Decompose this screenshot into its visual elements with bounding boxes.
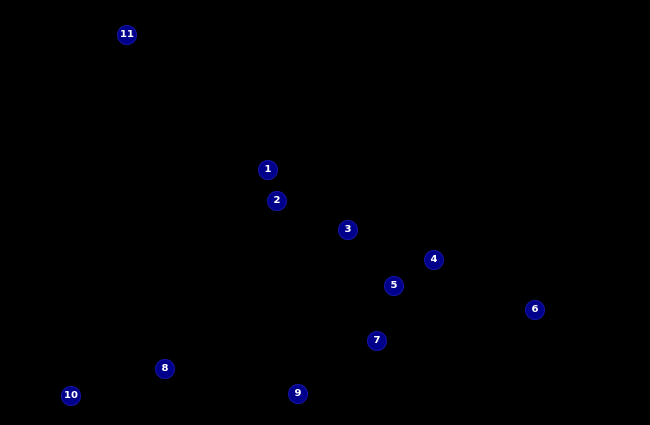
- graph-node-10[interactable]: 10: [61, 386, 81, 406]
- graph-node-11[interactable]: 11: [117, 25, 137, 45]
- graph-node-label: 2: [273, 195, 281, 206]
- graph-node-8[interactable]: 8: [155, 359, 175, 379]
- graph-node-label: 9: [294, 388, 302, 399]
- graph-node-7[interactable]: 7: [367, 331, 387, 351]
- graph-node-label: 3: [344, 224, 352, 235]
- graph-node-label: 10: [64, 390, 78, 401]
- graph-node-label: 8: [161, 363, 169, 374]
- graph-node-label: 5: [390, 280, 398, 291]
- graph-node-2[interactable]: 2: [267, 191, 287, 211]
- graph-node-9[interactable]: 9: [288, 384, 308, 404]
- graph-node-3[interactable]: 3: [338, 220, 358, 240]
- graph-node-label: 1: [264, 164, 272, 175]
- graph-node-label: 11: [120, 29, 134, 40]
- graph-node-4[interactable]: 4: [424, 250, 444, 270]
- graph-node-label: 7: [373, 335, 381, 346]
- graph-node-5[interactable]: 5: [384, 276, 404, 296]
- graph-node-6[interactable]: 6: [525, 300, 545, 320]
- graph-node-1[interactable]: 1: [258, 160, 278, 180]
- graph-node-label: 4: [430, 254, 438, 265]
- graph-node-label: 6: [531, 304, 539, 315]
